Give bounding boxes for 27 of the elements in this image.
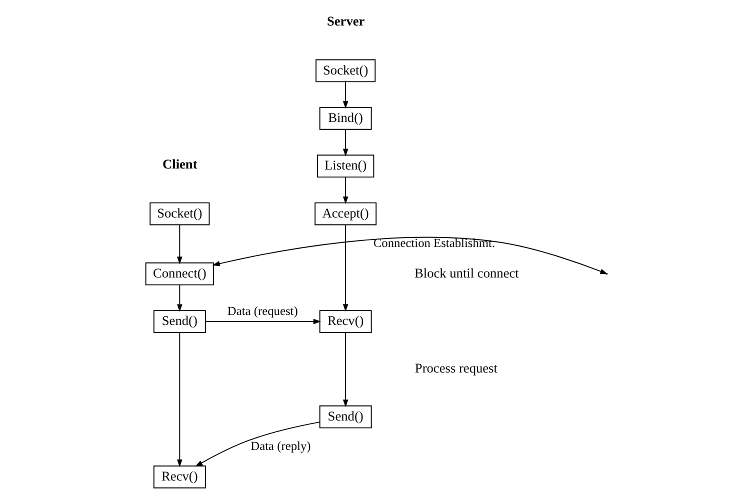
node-box: Socket() [149, 202, 210, 226]
label: Client [162, 156, 197, 172]
node-box: Connect() [144, 262, 214, 286]
arrow [342, 176, 348, 204]
arrow [342, 224, 348, 312]
node-box: Listen() [316, 154, 374, 178]
arrow [176, 284, 182, 312]
edge-label: Connection Establishmt. [372, 236, 495, 250]
arrow [342, 81, 348, 109]
node-box: Send() [318, 405, 372, 428]
node-box: Recv() [318, 310, 372, 333]
edge-label: Data (request) [226, 304, 298, 318]
node-box: Recv() [152, 466, 206, 488]
label: Server [326, 14, 364, 29]
arrow [194, 422, 320, 467]
arrow [342, 332, 348, 408]
arrow [204, 318, 321, 324]
arrow [342, 129, 348, 156]
node-box: Socket() [315, 59, 376, 82]
node-box: Bind() [318, 106, 372, 130]
node-box: Send() [152, 310, 206, 333]
arrow [176, 332, 182, 468]
edge-label: Data (reply) [250, 439, 310, 454]
node-box: Accept() [314, 202, 376, 226]
arrow [176, 224, 182, 264]
label: Block until connect [414, 265, 518, 280]
label: Process request [414, 360, 497, 376]
